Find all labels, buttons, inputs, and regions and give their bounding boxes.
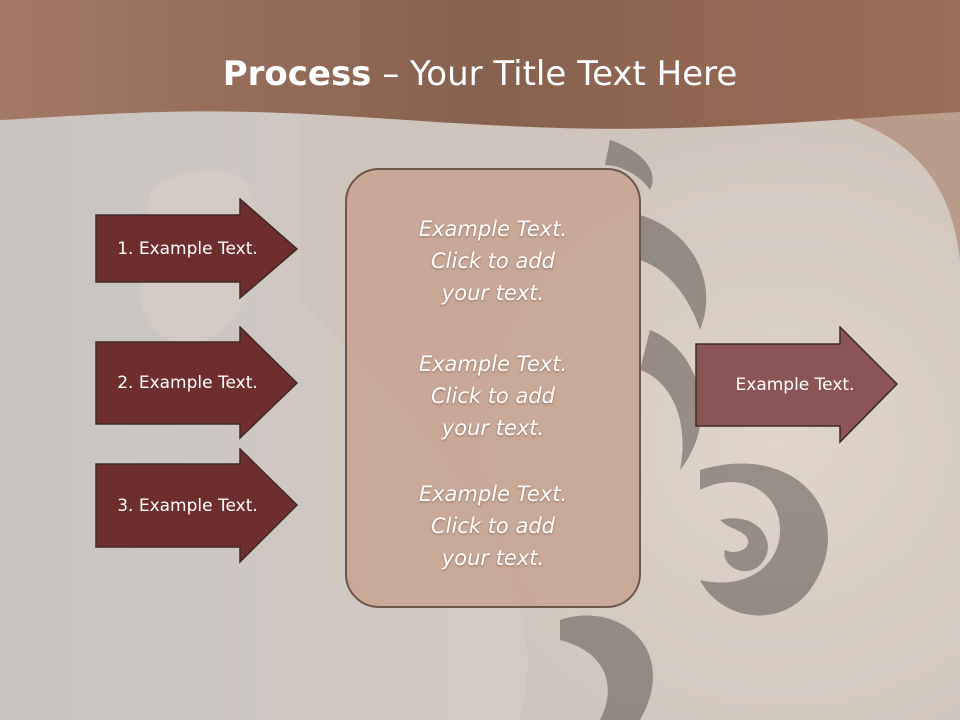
step-arrow-1[interactable]: 1. Example Text.: [95, 198, 300, 300]
step-label: 1. Example Text.: [117, 239, 258, 259]
arrow-shape: [695, 326, 899, 444]
step-arrow-3[interactable]: 3. Example Text.: [95, 448, 300, 564]
page-title[interactable]: Process – Your Title Text Here: [0, 52, 960, 96]
center-text-line: your text.: [441, 546, 545, 570]
title-bold: Process: [222, 54, 372, 94]
center-text-line: your text.: [441, 416, 545, 440]
result-label: Example Text.: [735, 375, 855, 395]
title-rest: – Your Title Text Here: [371, 54, 738, 94]
step-arrow-2[interactable]: 2. Example Text.: [95, 326, 300, 440]
center-text-line: your text.: [441, 281, 545, 305]
step-label: 2. Example Text.: [117, 373, 258, 393]
result-arrow[interactable]: Example Text.: [695, 326, 900, 444]
arrow-shape: [95, 448, 299, 564]
arrow-shape: [95, 326, 299, 440]
center-text-line: Click to add: [430, 249, 555, 273]
arrow-shape: [95, 198, 299, 300]
center-text-line: Example Text.: [418, 352, 568, 376]
step-label: 3. Example Text.: [117, 496, 258, 516]
center-text-block-1[interactable]: Example Text. Click to add your text.: [345, 213, 641, 309]
center-text-line: Click to add: [430, 514, 555, 538]
center-text-block-3[interactable]: Example Text. Click to add your text.: [345, 478, 641, 574]
center-text-line: Example Text.: [418, 217, 568, 241]
center-text-line: Click to add: [430, 384, 555, 408]
center-text-box[interactable]: [345, 168, 641, 608]
center-text-line: Example Text.: [418, 482, 568, 506]
center-text-block-2[interactable]: Example Text. Click to add your text.: [345, 348, 641, 444]
